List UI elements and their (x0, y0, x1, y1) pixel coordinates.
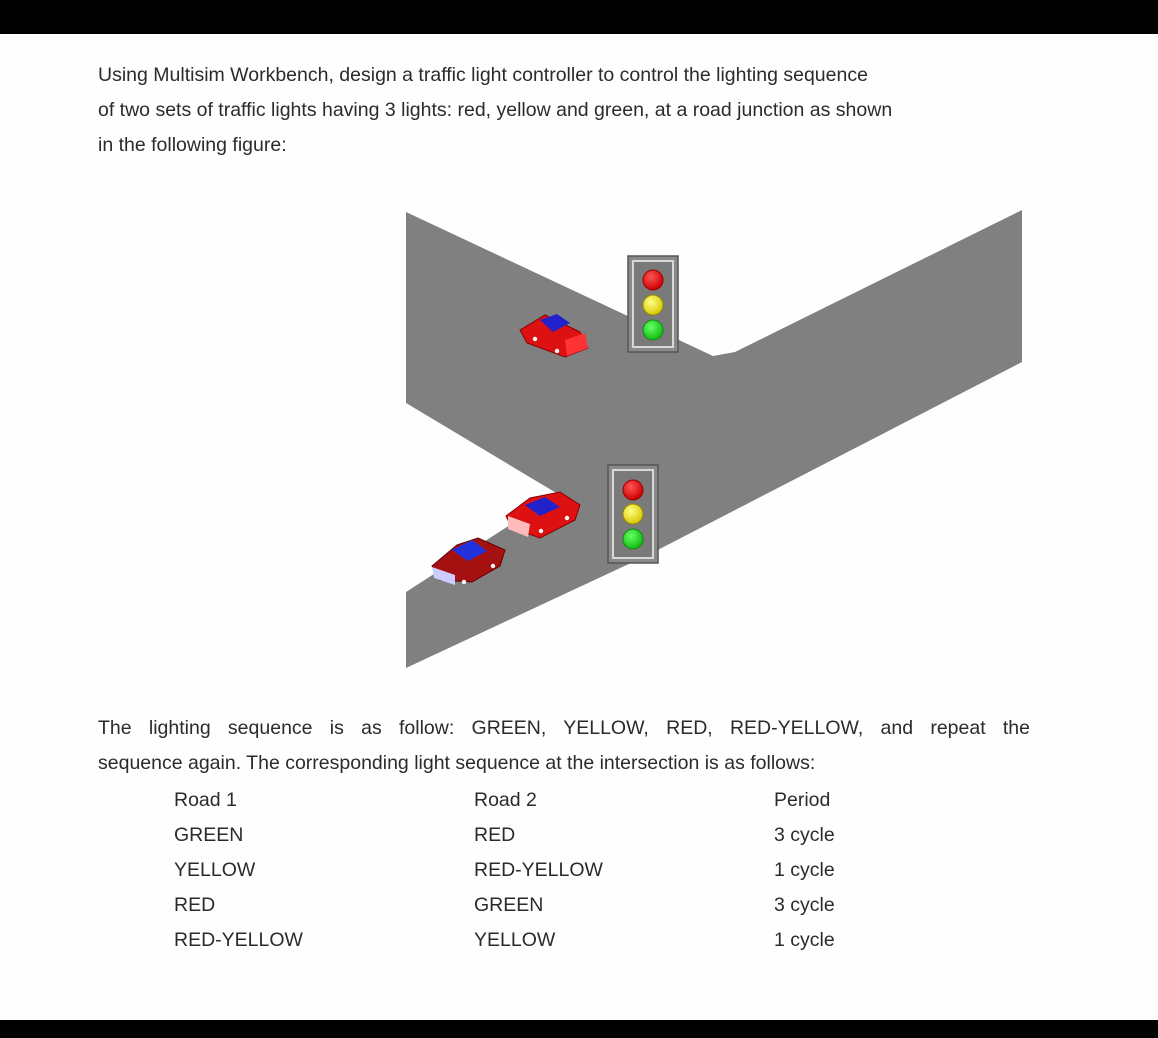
sequence-paragraph: The lighting sequence is as follow: GREE… (98, 711, 1030, 781)
green-light-icon (622, 528, 644, 550)
period-cell: 3 cycle (774, 824, 835, 846)
light-sequence-table: Road 1 Road 2 Period GREEN RED 3 cycle Y… (174, 783, 874, 958)
yellow-light-icon (642, 294, 664, 316)
table-row: YELLOW RED-YELLOW 1 cycle (174, 853, 874, 888)
upper-traffic-light (627, 255, 679, 353)
road-1-cell: YELLOW (174, 859, 256, 881)
lower-traffic-light (607, 464, 659, 564)
table-row: RED-YELLOW YELLOW 1 cycle (174, 923, 874, 958)
bottom-bar (0, 1020, 1158, 1038)
table-header-row: Road 1 Road 2 Period (174, 783, 874, 818)
sequence-line: sequence again. The corresponding light … (98, 752, 816, 774)
car-icon (519, 314, 589, 358)
header-period: Period (774, 789, 831, 811)
document-page: Using Multisim Workbench, design a traff… (0, 34, 1158, 1020)
road-1-cell: RED (174, 894, 216, 916)
red-light-icon (622, 479, 644, 501)
sequence-line: The lighting sequence is as follow: GREE… (98, 717, 1030, 739)
intro-line: Using Multisim Workbench, design a traff… (98, 64, 868, 86)
road-2-cell: YELLOW (474, 929, 556, 951)
green-light-icon (642, 319, 664, 341)
road-junction-figure (406, 210, 1022, 668)
yellow-light-icon (622, 503, 644, 525)
car-icon (505, 491, 581, 539)
header-road-1: Road 1 (174, 789, 237, 811)
road-1-cell: RED-YELLOW (174, 929, 303, 951)
road-2-cell: RED (474, 824, 516, 846)
road-1-cell: GREEN (174, 824, 244, 846)
period-cell: 1 cycle (774, 929, 835, 951)
intro-line: in the following figure: (98, 134, 287, 156)
intro-paragraph: Using Multisim Workbench, design a traff… (98, 58, 1030, 163)
red-light-icon (642, 269, 664, 291)
road-2-cell: RED-YELLOW (474, 859, 603, 881)
table-row: RED GREEN 3 cycle (174, 888, 874, 923)
header-road-2: Road 2 (474, 789, 537, 811)
intro-line: of two sets of traffic lights having 3 l… (98, 99, 893, 121)
car-icon (431, 537, 506, 585)
table-row: GREEN RED 3 cycle (174, 818, 874, 853)
road (406, 210, 1022, 668)
period-cell: 3 cycle (774, 894, 835, 916)
road-2-cell: GREEN (474, 894, 544, 916)
period-cell: 1 cycle (774, 859, 835, 881)
